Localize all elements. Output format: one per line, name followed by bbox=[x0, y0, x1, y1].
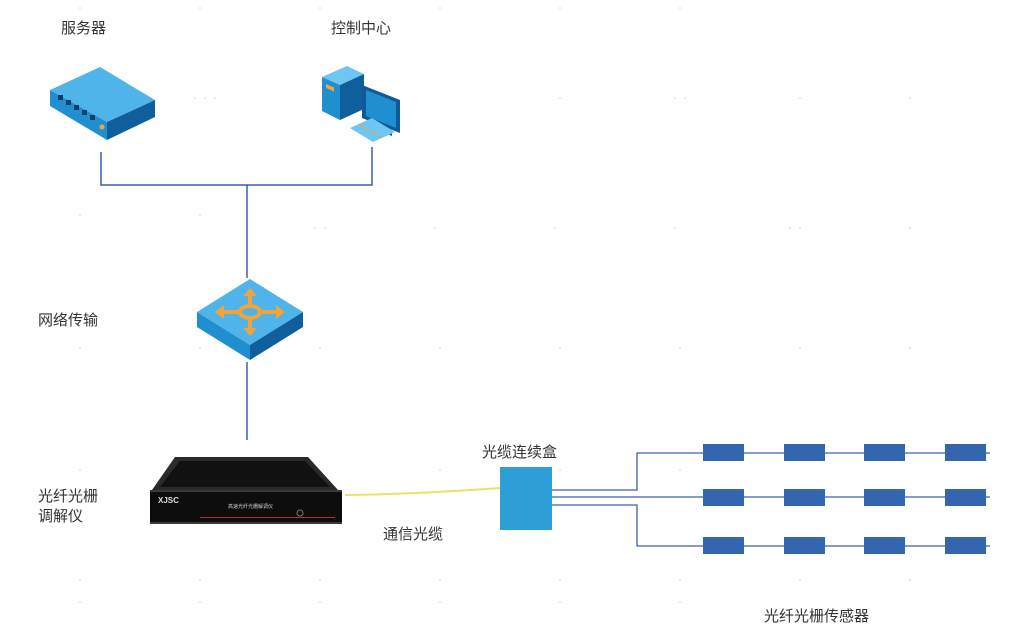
demodulator-label-line1: 光纤光栅 bbox=[38, 487, 99, 505]
desktop-computer-icon bbox=[322, 66, 400, 142]
sensor-block-icon bbox=[703, 537, 744, 554]
sensor-block-icon bbox=[784, 537, 825, 554]
branch-line-top bbox=[552, 452, 990, 491]
top-connector-line bbox=[100, 147, 373, 186]
sensor-block-icon bbox=[945, 489, 986, 506]
sensor-block-icon bbox=[945, 537, 986, 554]
sensor-block-icon bbox=[864, 489, 905, 506]
sensor-array-label: 光纤光栅传感器 bbox=[764, 607, 870, 625]
network-switch-icon bbox=[50, 67, 155, 140]
junction-box-icon bbox=[500, 467, 552, 530]
server-label: 服务器 bbox=[61, 19, 107, 37]
comm-cable-line bbox=[344, 487, 501, 496]
sensor-array bbox=[703, 444, 986, 554]
sensor-block-icon bbox=[864, 537, 905, 554]
control-center-label: 控制中心 bbox=[331, 19, 392, 37]
branch-line-bottom bbox=[552, 504, 990, 547]
sensor-block-icon bbox=[784, 444, 825, 461]
rack-device-icon: XJSC 高速光纤光栅解调仪 bbox=[150, 457, 342, 524]
sensor-block-icon bbox=[864, 444, 905, 461]
sensor-block-icon bbox=[703, 444, 744, 461]
sensor-block-icon bbox=[784, 489, 825, 506]
device-panel-label: 高速光纤光栅解调仪 bbox=[228, 503, 273, 510]
sensor-branch-lines bbox=[552, 452, 990, 547]
comm-cable-label: 通信光缆 bbox=[383, 525, 444, 543]
device-brand-label: XJSC bbox=[158, 496, 179, 505]
demodulator-label-line2: 调解仪 bbox=[38, 507, 84, 525]
cable-box-label: 光缆连续盒 bbox=[482, 443, 558, 461]
network-lines bbox=[100, 147, 373, 440]
router-icon bbox=[197, 279, 303, 360]
network-transmission-label: 网络传输 bbox=[38, 311, 99, 329]
background-dots bbox=[79, 7, 911, 603]
sensor-block-icon bbox=[703, 489, 744, 506]
sensor-block-icon bbox=[945, 444, 986, 461]
